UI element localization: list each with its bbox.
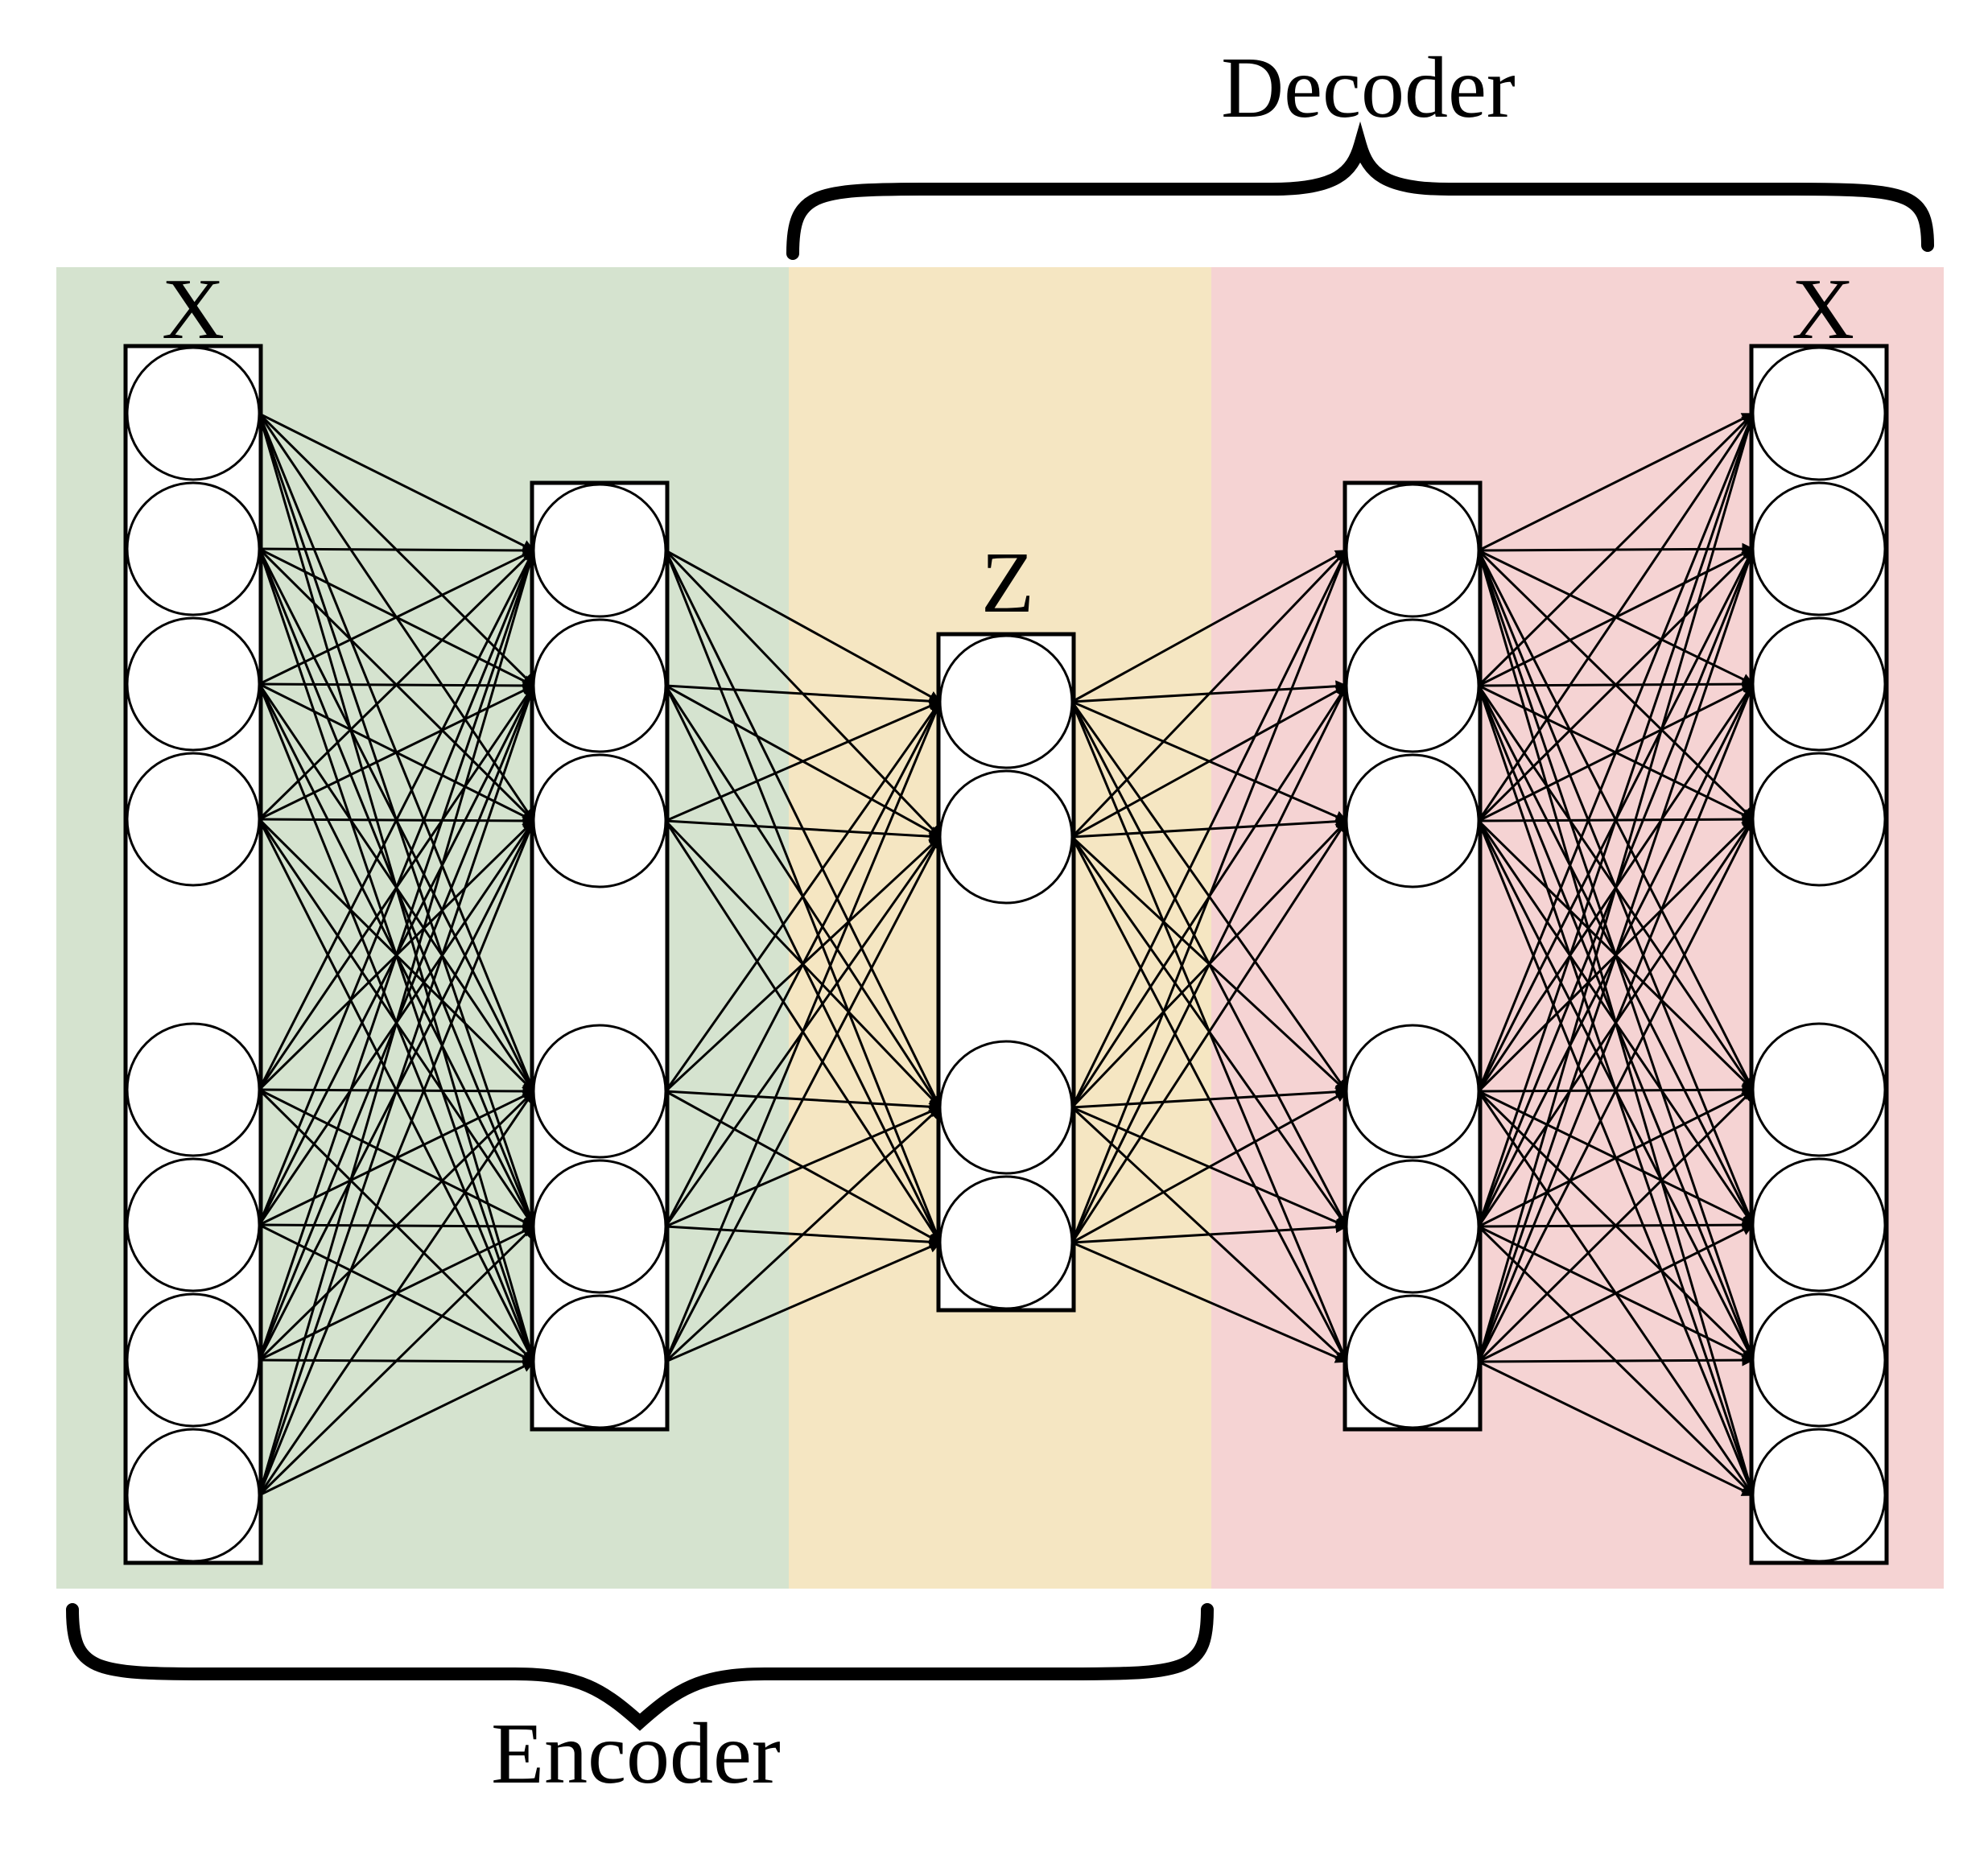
connection-input-3-to-enc-hidden-0 (258, 549, 535, 821)
node-dec-hidden-1 (1345, 618, 1480, 753)
connection-latent-3-to-dec-hidden-1 (1070, 684, 1348, 1243)
input-layer-label: X (162, 262, 225, 357)
node-latent-0 (938, 634, 1074, 769)
connection-latent-3-to-dec-hidden-0 (1070, 549, 1348, 1243)
connection-dec-hidden-5-to-output-6 (1478, 1354, 1755, 1367)
connection-dec-hidden-5-to-output-5 (1478, 1223, 1755, 1363)
connection-enc-hidden-4-to-latent-0 (664, 700, 942, 1227)
node-output-1 (1751, 481, 1887, 616)
encoder-label: Encoder (491, 1706, 781, 1802)
connection-input-7-to-enc-hidden-1 (258, 684, 536, 1496)
node-output-6 (1751, 1292, 1887, 1428)
encoder-brace (66, 1603, 1214, 1731)
connection-latent-1-to-dec-hidden-1 (1071, 684, 1348, 839)
node-enc-hidden-4 (532, 1159, 667, 1294)
connection-input-7-to-enc-hidden-5 (258, 1360, 535, 1497)
layers (123, 344, 1889, 1565)
node-latent-2 (938, 1040, 1074, 1175)
connection-latent-3-to-dec-hidden-5 (1071, 1241, 1348, 1363)
connection-enc-hidden-4-to-latent-2 (665, 1106, 942, 1228)
node-output-0 (1751, 346, 1887, 481)
connection-dec-hidden-1-to-output-0 (1477, 412, 1755, 687)
node-latent-1 (938, 769, 1074, 905)
connection-enc-hidden-1-to-latent-0 (665, 684, 942, 707)
layer-output (1749, 344, 1889, 1565)
connection-latent-3-to-dec-hidden-3 (1071, 1090, 1348, 1244)
connection-input-6-to-enc-hidden-3 (258, 1090, 535, 1362)
connection-input-1-to-enc-hidden-0 (258, 544, 535, 557)
node-input-4 (126, 1022, 261, 1157)
latent-layer-label: Z (981, 535, 1034, 631)
connection-latent-1-to-dec-hidden-0 (1070, 549, 1348, 839)
connection-enc-hidden-5-to-latent-2 (664, 1106, 942, 1363)
connection-input-7-to-enc-hidden-3 (258, 1090, 535, 1496)
node-dec-hidden-2 (1345, 753, 1480, 888)
connection-latent-3-to-dec-hidden-2 (1070, 819, 1348, 1243)
node-output-5 (1751, 1157, 1887, 1292)
connection-input-7-to-enc-hidden-0 (258, 549, 537, 1496)
connection-dec-hidden-5-to-output-3 (1477, 818, 1755, 1362)
node-input-0 (126, 346, 261, 481)
connection-dec-hidden-2-to-output-0 (1477, 412, 1755, 822)
node-output-3 (1751, 752, 1887, 887)
node-dec-hidden-5 (1345, 1294, 1480, 1429)
connection-input-7-to-enc-hidden-4 (258, 1225, 535, 1497)
node-latent-3 (938, 1175, 1074, 1310)
layer-latent (936, 632, 1076, 1313)
connection-dec-hidden-4-to-output-0 (1477, 412, 1755, 1227)
node-dec-hidden-3 (1345, 1024, 1480, 1159)
node-output-7 (1751, 1428, 1887, 1563)
connection-input-0-to-enc-hidden-0 (258, 412, 535, 552)
connection-enc-hidden-5-to-latent-3 (665, 1241, 942, 1363)
node-dec-hidden-4 (1345, 1159, 1480, 1294)
connection-input-2-to-enc-hidden-0 (258, 549, 535, 686)
node-enc-hidden-5 (532, 1294, 667, 1429)
node-input-1 (126, 481, 261, 616)
connection-dec-hidden-5-to-output-4 (1477, 1088, 1755, 1363)
connection-dec-hidden-3-to-output-0 (1477, 412, 1755, 1092)
connection-input-5-to-enc-hidden-0 (258, 549, 535, 1226)
connection-dec-hidden-0-to-output-0 (1478, 412, 1755, 552)
node-input-3 (126, 752, 261, 887)
connection-enc-hidden-0-to-latent-0 (665, 549, 942, 703)
output-layer-label: X (1792, 262, 1854, 357)
decoder-label: Decoder (1221, 40, 1516, 136)
connection-input-4-to-enc-hidden-0 (258, 549, 535, 1090)
connection-input-6-to-enc-hidden-0 (258, 549, 536, 1361)
connection-enc-hidden-3-to-latent-0 (664, 700, 942, 1092)
connection-enc-hidden-5-to-latent-0 (664, 700, 942, 1362)
node-input-5 (126, 1157, 261, 1292)
connections (258, 412, 1756, 1497)
node-input-7 (126, 1428, 261, 1563)
connection-dec-hidden-5-to-output-2 (1477, 682, 1755, 1362)
layer-enc-hidden (530, 480, 670, 1432)
connection-enc-hidden-5-to-latent-1 (664, 835, 942, 1362)
node-output-2 (1751, 616, 1887, 752)
connection-latent-2-to-dec-hidden-0 (1070, 549, 1348, 1108)
connection-latent-2-to-dec-hidden-3 (1071, 1086, 1348, 1109)
layer-input (123, 344, 263, 1565)
node-enc-hidden-2 (532, 753, 667, 888)
connection-enc-hidden-2-to-latent-0 (665, 700, 942, 822)
layer-dec-hidden (1343, 480, 1483, 1432)
node-enc-hidden-3 (532, 1024, 667, 1159)
connection-input-7-to-enc-hidden-2 (258, 819, 535, 1496)
node-enc-hidden-0 (532, 483, 667, 618)
connection-dec-hidden-5-to-output-1 (1477, 547, 1755, 1362)
node-output-4 (1751, 1022, 1887, 1157)
connection-latent-3-to-dec-hidden-4 (1071, 1221, 1348, 1244)
node-input-2 (126, 616, 261, 752)
connection-enc-hidden-2-to-latent-1 (665, 819, 942, 843)
node-input-6 (126, 1292, 261, 1428)
connection-dec-hidden-5-to-output-7 (1478, 1360, 1755, 1497)
decoder-brace (786, 121, 1934, 260)
node-enc-hidden-1 (532, 618, 667, 753)
connection-dec-hidden-2-to-output-1 (1477, 547, 1755, 822)
connection-dec-hidden-5-to-output-0 (1477, 412, 1756, 1362)
node-dec-hidden-0 (1345, 483, 1480, 618)
connection-latent-0-to-dec-hidden-0 (1071, 549, 1348, 703)
